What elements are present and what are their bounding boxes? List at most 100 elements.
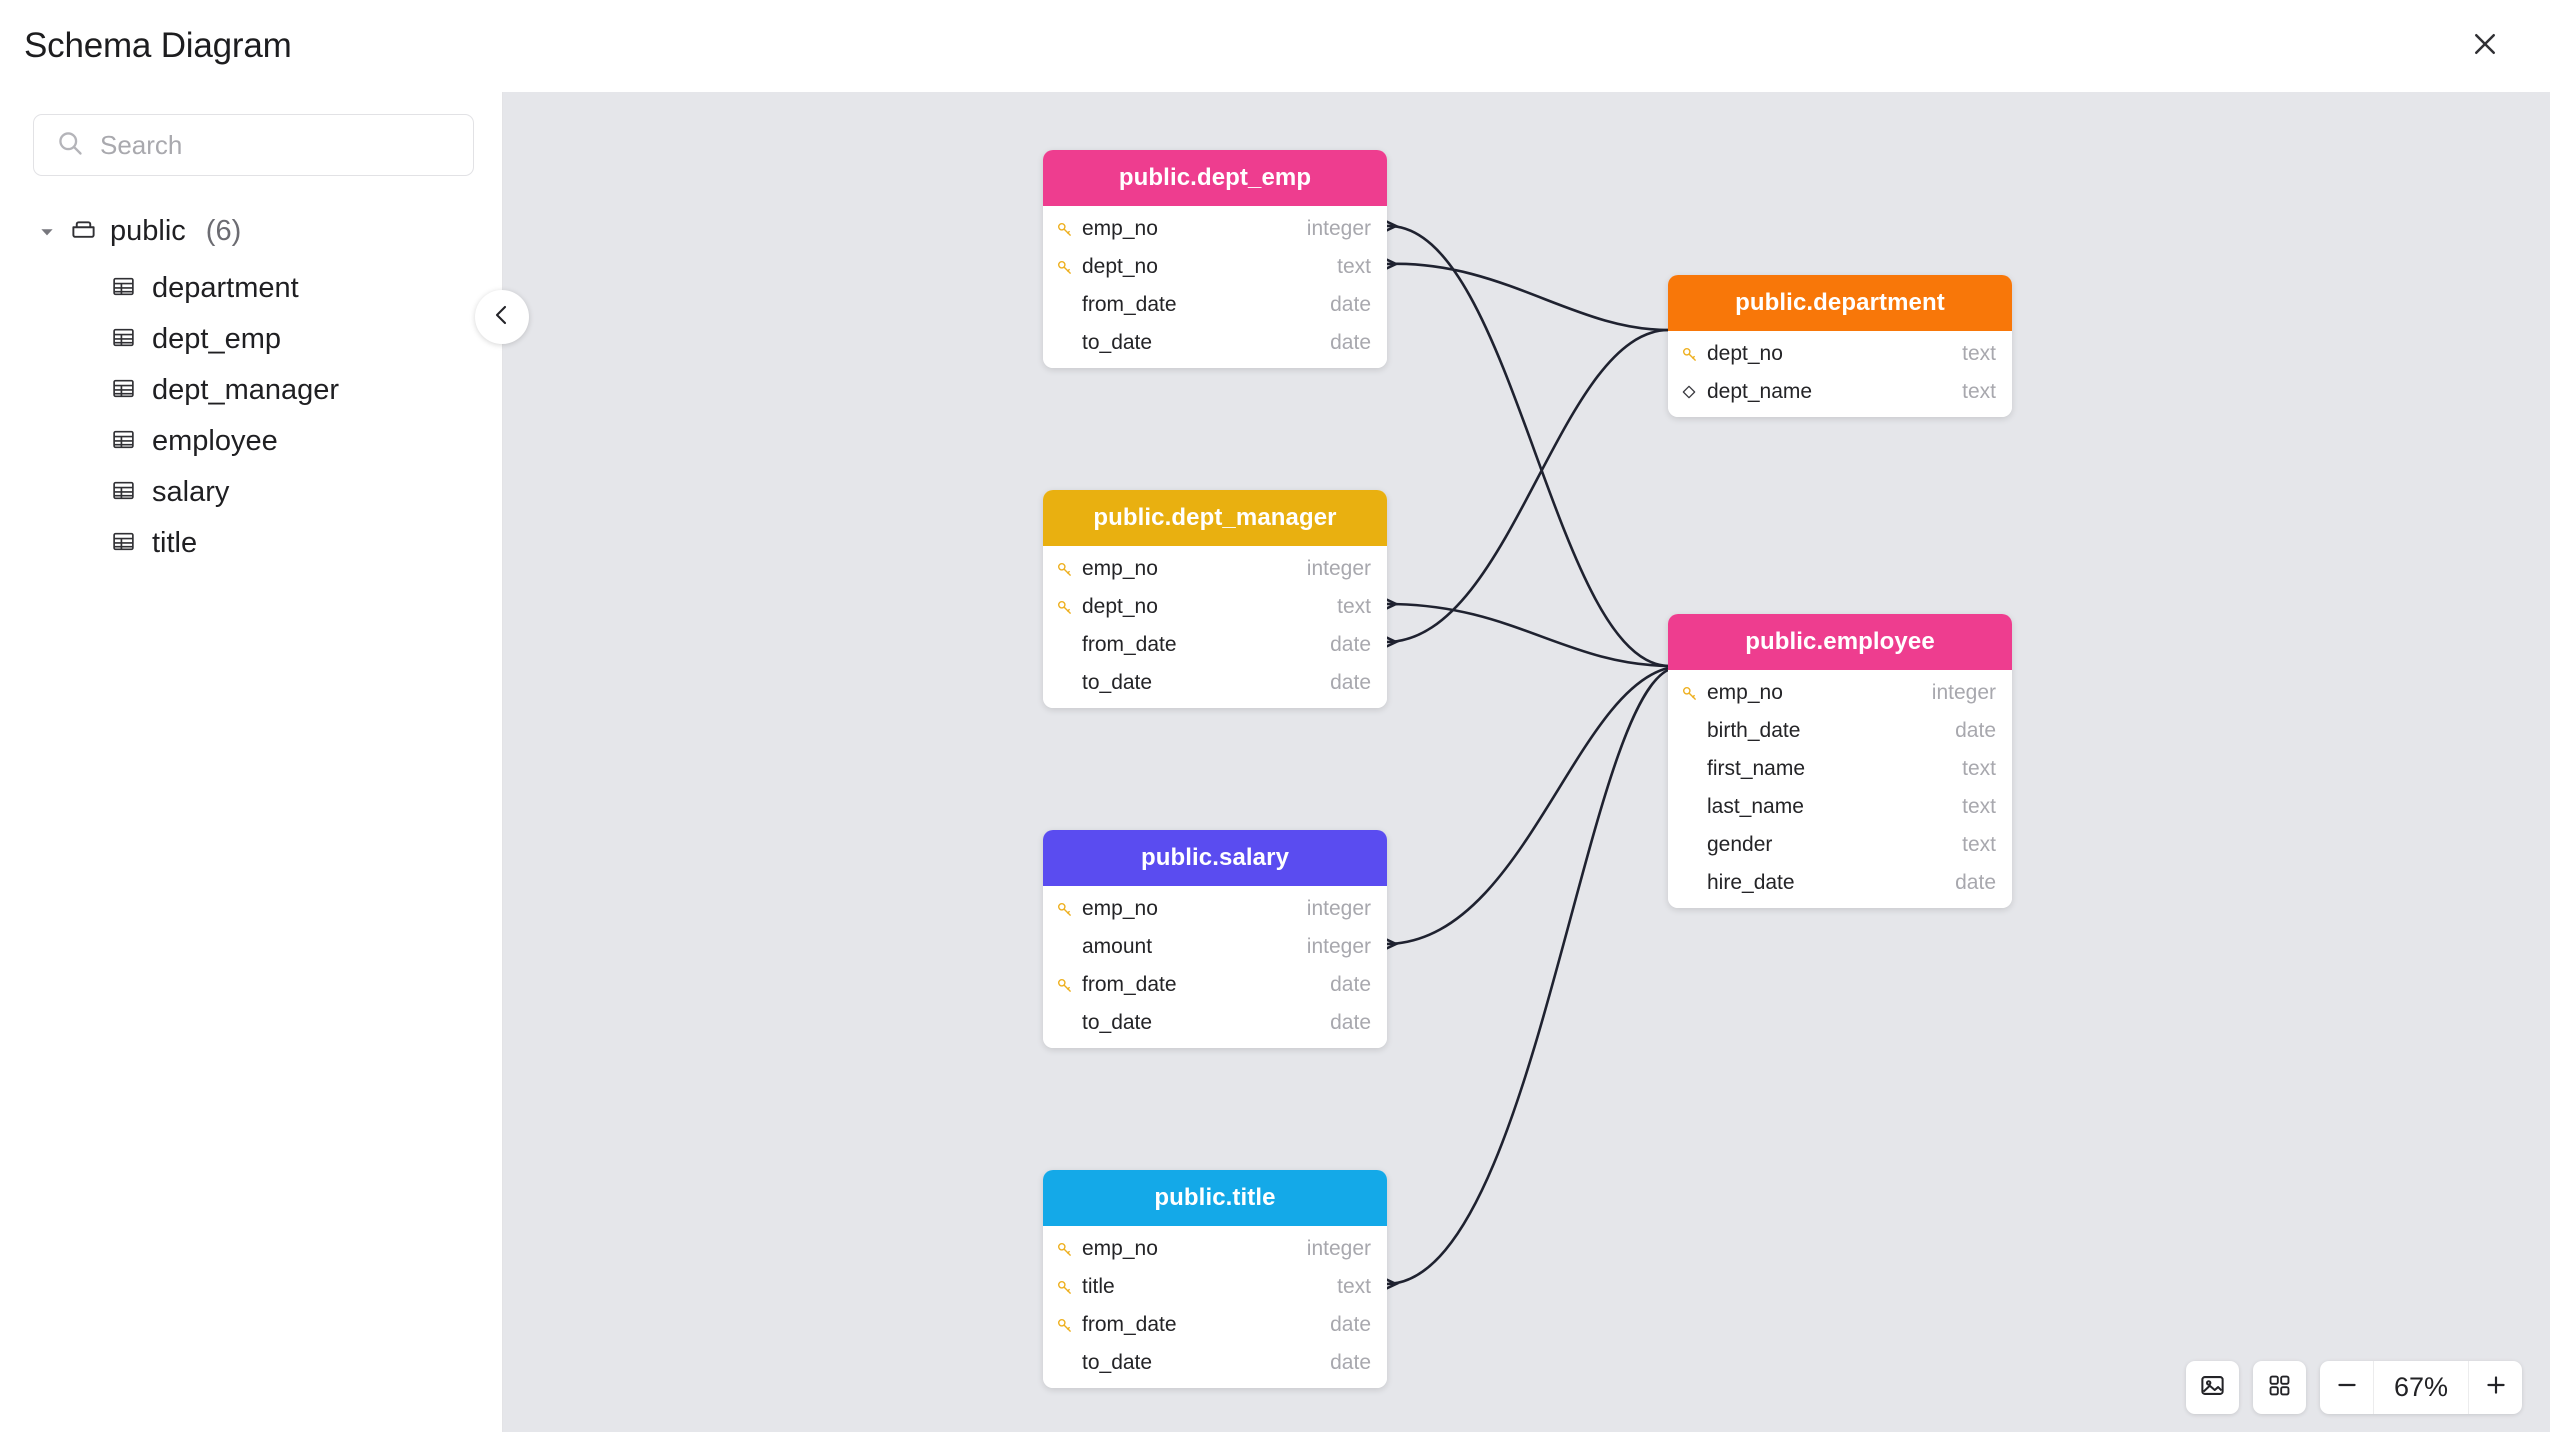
field-row[interactable]: from_date date: [1043, 966, 1387, 1004]
title-bar: Schema Diagram: [0, 0, 2550, 92]
sidebar-item-label: department: [152, 272, 299, 304]
layout-grid-button[interactable]: [2253, 1361, 2306, 1414]
table-node-header: public.dept_manager: [1043, 490, 1387, 546]
diamond-icon: [1681, 384, 1707, 400]
field-type: integer: [1306, 897, 1371, 920]
schema-box-icon: [70, 216, 97, 248]
field-row[interactable]: amount integer: [1043, 928, 1387, 966]
table-node-title: public.title: [1154, 1184, 1276, 1211]
field-row[interactable]: last_name text: [1668, 788, 2012, 826]
table-node-department[interactable]: public.department dept_no text: [1668, 275, 2012, 417]
field-type: text: [1962, 795, 1996, 818]
field-row[interactable]: dept_name text: [1668, 373, 2012, 411]
table-node-fields: emp_no integer dept_no text: [1043, 206, 1387, 368]
table-node-title[interactable]: public.title emp_no integer: [1043, 1170, 1387, 1388]
key-icon: [1056, 259, 1082, 276]
key-icon: [1056, 561, 1082, 578]
table-icon: [111, 427, 136, 457]
close-button[interactable]: [2458, 19, 2512, 73]
table-node-dept_emp[interactable]: public.dept_emp emp_no integer: [1043, 150, 1387, 368]
zoom-in-button[interactable]: [2469, 1361, 2522, 1414]
field-row[interactable]: to_date date: [1043, 1004, 1387, 1042]
field-row[interactable]: emp_no integer: [1043, 890, 1387, 928]
table-node-fields: emp_no integer birth_date date first_nam…: [1668, 670, 2012, 908]
diagram-canvas[interactable]: public.dept_emp emp_no integer: [503, 92, 2550, 1432]
sidebar-item-department[interactable]: department: [33, 263, 474, 314]
field-row[interactable]: from_date date: [1043, 286, 1387, 324]
search-icon: [56, 129, 84, 162]
key-icon: [1056, 977, 1082, 994]
field-row[interactable]: emp_no integer: [1043, 1230, 1387, 1268]
table-node-dept_manager[interactable]: public.dept_manager emp_no integer: [1043, 490, 1387, 708]
sidebar-item-dept_emp[interactable]: dept_emp: [33, 314, 474, 365]
field-row[interactable]: from_date date: [1043, 1306, 1387, 1344]
field-row[interactable]: dept_no text: [1668, 335, 2012, 373]
field-type: date: [1330, 331, 1371, 354]
field-row[interactable]: birth_date date: [1668, 712, 2012, 750]
field-name: dept_name: [1707, 380, 1813, 403]
canvas-toolbar: 67%: [2186, 1361, 2522, 1414]
sidebar-item-label: dept_emp: [152, 323, 281, 355]
caret-down-icon[interactable]: [37, 223, 57, 241]
sidebar-item-employee[interactable]: employee: [33, 416, 474, 467]
sidebar-item-label: dept_manager: [152, 374, 340, 406]
field-name: title: [1082, 1275, 1115, 1298]
table-node-salary[interactable]: public.salary emp_no integer: [1043, 830, 1387, 1048]
field-type: integer: [1306, 1237, 1371, 1260]
field-name: emp_no: [1082, 217, 1158, 240]
field-name: hire_date: [1707, 871, 1795, 894]
export-image-button[interactable]: [2186, 1361, 2239, 1414]
field-type: date: [1955, 871, 1996, 894]
sidebar-item-title[interactable]: title: [33, 518, 474, 569]
field-name: dept_no: [1707, 342, 1783, 365]
field-name: emp_no: [1082, 897, 1158, 920]
field-row[interactable]: emp_no integer: [1043, 550, 1387, 588]
tree-schema-public[interactable]: public (6): [33, 208, 474, 255]
key-icon: [1056, 901, 1082, 918]
field-name: emp_no: [1082, 1237, 1158, 1260]
field-name: first_name: [1707, 757, 1806, 780]
zoom-out-button[interactable]: [2320, 1361, 2373, 1414]
field-row[interactable]: to_date date: [1043, 1344, 1387, 1382]
zoom-level-label[interactable]: 67%: [2373, 1361, 2469, 1414]
field-name: emp_no: [1082, 557, 1158, 580]
sidebar-item-salary[interactable]: salary: [33, 467, 474, 518]
table-node-fields: emp_no integer title text: [1043, 1226, 1387, 1388]
field-row[interactable]: dept_no text: [1043, 248, 1387, 286]
table-node-fields: emp_no integer dept_no text: [1043, 546, 1387, 708]
field-type: text: [1962, 342, 1996, 365]
field-row[interactable]: title text: [1043, 1268, 1387, 1306]
field-name: to_date: [1082, 1011, 1153, 1034]
field-row[interactable]: from_date date: [1043, 626, 1387, 664]
field-row[interactable]: emp_no integer: [1043, 210, 1387, 248]
field-row[interactable]: to_date date: [1043, 664, 1387, 702]
field-row[interactable]: first_name text: [1668, 750, 2012, 788]
sidebar-item-label: title: [152, 527, 198, 559]
table-node-title: public.dept_manager: [1093, 504, 1337, 531]
field-row[interactable]: dept_no text: [1043, 588, 1387, 626]
table-node-header: public.employee: [1668, 614, 2012, 670]
field-row[interactable]: emp_no integer: [1668, 674, 2012, 712]
search-box[interactable]: [33, 114, 474, 176]
field-name: from_date: [1082, 973, 1177, 996]
table-icon: [111, 529, 136, 559]
sidebar-item-label: employee: [152, 425, 278, 457]
table-node-header: public.dept_emp: [1043, 150, 1387, 206]
field-type: text: [1337, 255, 1371, 278]
table-list: department dept_emp: [33, 263, 474, 569]
field-name: to_date: [1082, 1351, 1153, 1374]
field-row[interactable]: gender text: [1668, 826, 2012, 864]
field-row[interactable]: hire_date date: [1668, 864, 2012, 902]
table-node-title: public.employee: [1745, 628, 1935, 655]
field-type: text: [1962, 833, 1996, 856]
sidebar-collapse-button[interactable]: [475, 290, 529, 344]
field-name: dept_no: [1082, 595, 1158, 618]
search-input[interactable]: [100, 129, 451, 161]
sidebar-item-dept_manager[interactable]: dept_manager: [33, 365, 474, 416]
image-icon: [2199, 1372, 2226, 1404]
table-node-header: public.title: [1043, 1170, 1387, 1226]
field-row[interactable]: to_date date: [1043, 324, 1387, 362]
table-node-employee[interactable]: public.employee emp_no integer: [1668, 614, 2012, 908]
key-icon: [1681, 346, 1707, 363]
